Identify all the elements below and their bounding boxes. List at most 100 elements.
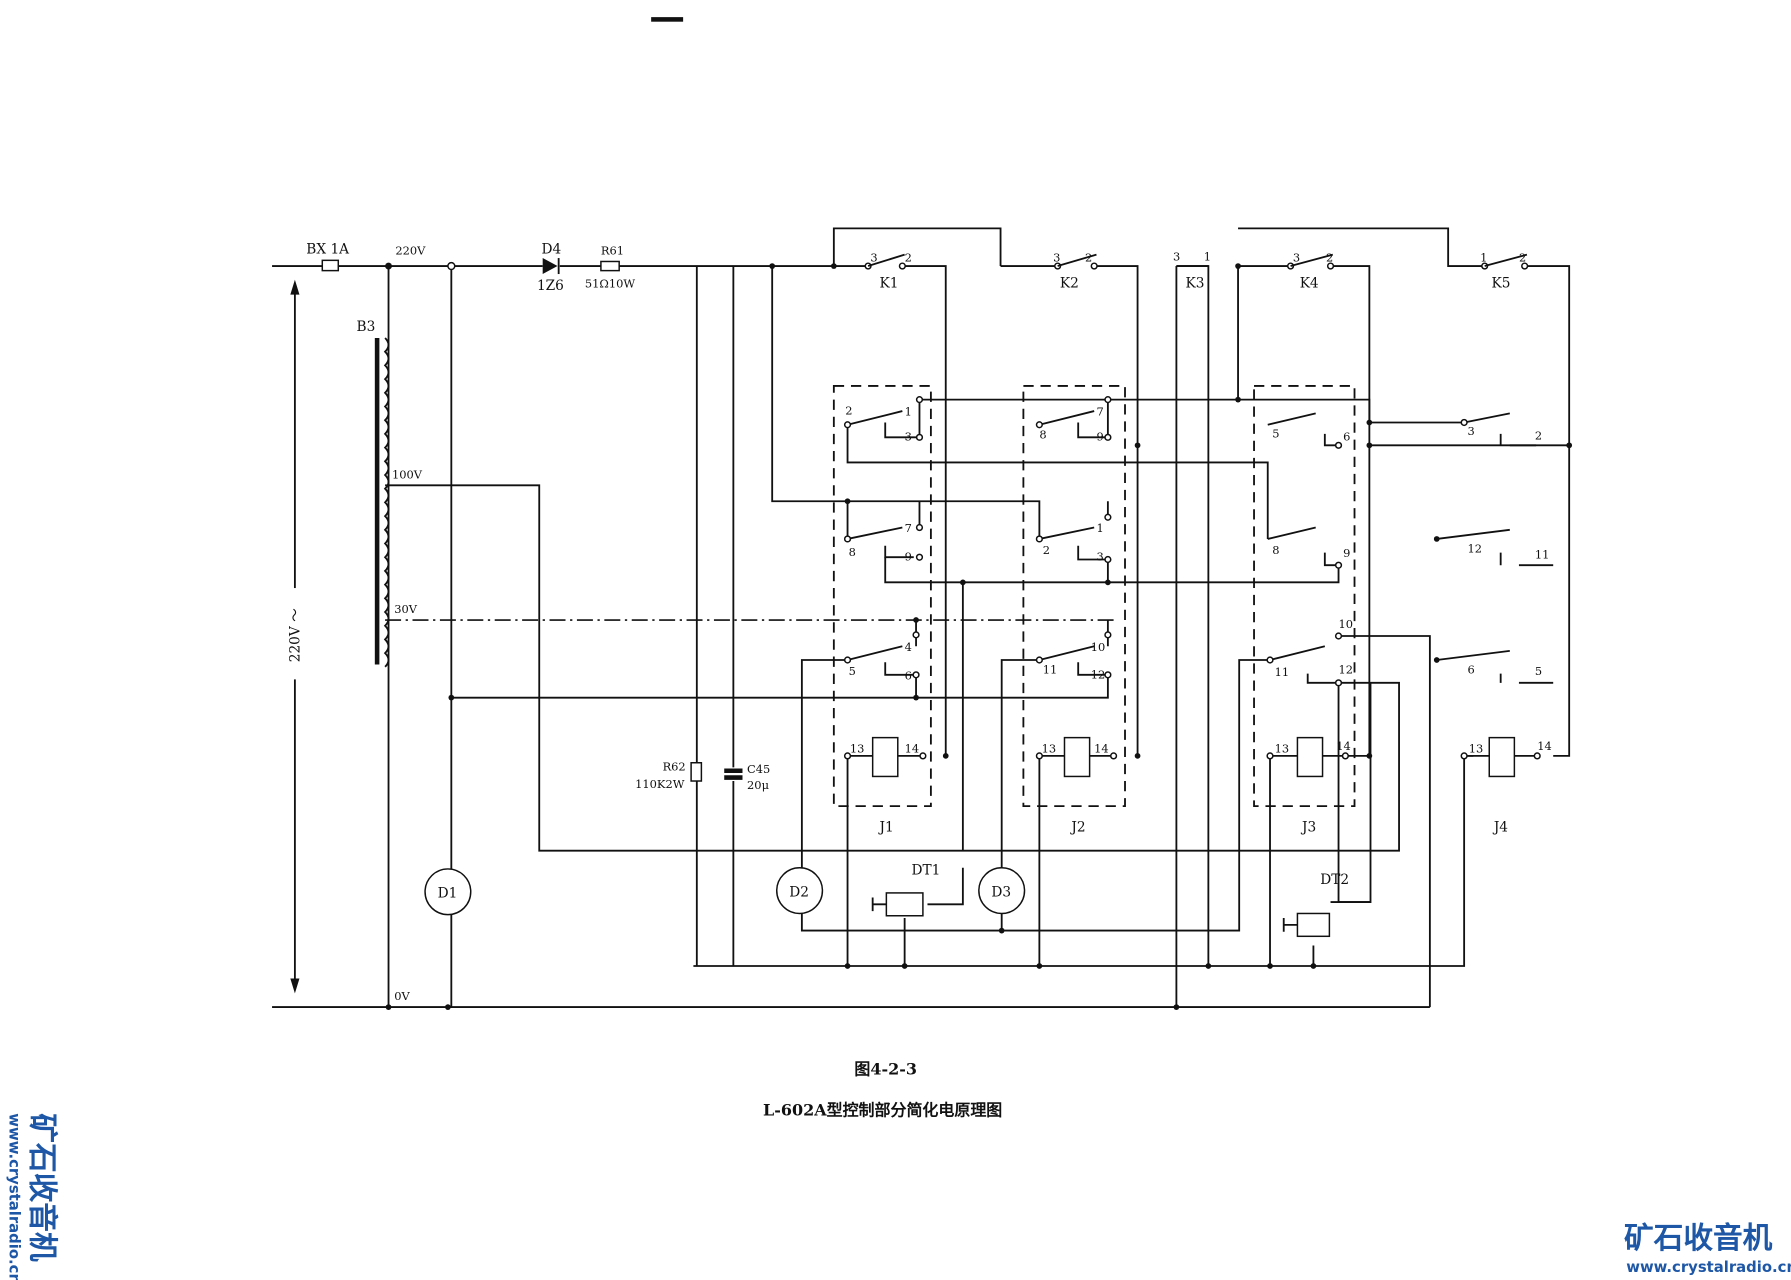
- d1-label: D1: [438, 885, 458, 901]
- pin: 14: [1336, 739, 1351, 753]
- fuse-symbol: [321, 259, 340, 272]
- relay-j2-contacts: 8 7 9 2 1 3 11 10 12 13 14 J2: [1035, 396, 1118, 835]
- k5-label: K5: [1492, 276, 1511, 292]
- resistor-r62: [690, 762, 703, 782]
- tap-0v-label: 0V: [394, 989, 410, 1003]
- pin: 5: [1535, 664, 1542, 678]
- switch-k1: 3 2 K1: [864, 250, 912, 292]
- j3-label: J3: [1300, 819, 1316, 835]
- pin: 2: [845, 403, 852, 417]
- relay-j2-coil: [1063, 736, 1091, 778]
- pin: 3: [1173, 249, 1180, 263]
- fuse-label: BX 1A: [306, 241, 350, 257]
- pin: 11: [1275, 665, 1290, 679]
- pin: 2: [1326, 250, 1333, 264]
- watermark-url: www.crystalradio.cn: [5, 1113, 22, 1280]
- relay-j3-coil: [1296, 736, 1324, 778]
- d2-label: D2: [789, 884, 809, 900]
- k1-label: K1: [880, 276, 899, 292]
- pin: 3: [1468, 424, 1475, 438]
- lamp-d2: D2: [776, 867, 824, 915]
- r61-label: R61: [601, 244, 624, 258]
- pin: 3: [1096, 550, 1103, 564]
- watermark-logo-left: 矿石收音机 www.crystalradio.cn: [5, 1113, 60, 1280]
- c45-value: 20μ: [747, 778, 769, 792]
- pin: 2: [1043, 543, 1050, 557]
- supply-voltage-label: 220V ～: [287, 608, 303, 662]
- relay-j3-box: [1253, 385, 1356, 808]
- pin: 8: [1272, 543, 1279, 557]
- relay-j4-contacts: 3 2 12 11 6 5 13 14 J4: [1433, 412, 1552, 835]
- pin: 1: [1480, 250, 1487, 264]
- j2-label: J2: [1069, 819, 1085, 835]
- relay-j1-coil: [871, 736, 899, 778]
- pin: 12: [1339, 663, 1354, 677]
- pin: 2: [905, 250, 912, 264]
- pin: 12: [1468, 542, 1483, 556]
- pin: 14: [905, 741, 920, 755]
- watermark-name: 矿石收音机: [1624, 1220, 1773, 1255]
- tap-100v-label: 100V: [392, 467, 423, 481]
- k3-label: K3: [1186, 276, 1205, 292]
- switch-k2: 3 2 K2: [1053, 250, 1098, 292]
- pin: 13: [1275, 741, 1290, 755]
- solenoid-dt1: DT1: [871, 863, 940, 917]
- k4-label: K4: [1300, 276, 1319, 292]
- capacitor-c45: [724, 768, 743, 780]
- pin: 13: [1469, 741, 1484, 755]
- pin: 9: [1096, 430, 1103, 444]
- pin: 10: [1339, 617, 1354, 631]
- voltage-220-label: 220V: [395, 244, 426, 258]
- transformer-b3: B3 100V 30V 0V: [357, 319, 423, 1003]
- transformer-label: B3: [357, 319, 376, 335]
- watermark-logo-right: 矿石收音机 www.crystalradio.cn: [1624, 1220, 1791, 1276]
- pin: 8: [1039, 427, 1046, 441]
- pin: 13: [850, 741, 865, 755]
- lamp-d3: D3: [978, 867, 1026, 915]
- dt1-label: DT1: [911, 863, 940, 879]
- relay-j1-box: [832, 385, 932, 808]
- pin: 3: [1293, 250, 1300, 264]
- resistor-r61: R61 51Ω10W: [585, 244, 635, 291]
- pin: 3: [1053, 250, 1060, 264]
- pin: 14: [1094, 741, 1109, 755]
- r61-value: 51Ω10W: [585, 277, 635, 291]
- pin: 6: [1343, 430, 1350, 444]
- tap-30v-label: 30V: [394, 602, 418, 616]
- switch-k5: 1 2 K5: [1480, 250, 1529, 292]
- pin: 6: [905, 668, 912, 682]
- pin: 7: [905, 521, 912, 535]
- pin: 5: [1272, 426, 1279, 440]
- solenoid-dt2: DT2: [1282, 872, 1349, 938]
- lamp-d1: D1: [424, 868, 472, 916]
- c45-label: C45: [747, 762, 770, 776]
- pin: 11: [1043, 663, 1058, 677]
- figure-number: 图4-2-3: [854, 1059, 917, 1078]
- pin: 2: [1085, 250, 1092, 264]
- pin: 7: [1096, 405, 1103, 419]
- pin: 1: [1096, 521, 1103, 535]
- pin: 5: [849, 664, 856, 678]
- pin: 6: [1468, 663, 1475, 677]
- k2-label: K2: [1060, 276, 1079, 292]
- pin: 3: [870, 250, 877, 264]
- figure-title: L-602A型控制部分简化电原理图: [763, 1101, 1002, 1120]
- pin: 14: [1537, 739, 1552, 753]
- d3-label: D3: [991, 884, 1011, 900]
- pin: 1: [1204, 249, 1211, 263]
- junction-dots: [385, 263, 1573, 1010]
- j1-label: J1: [878, 819, 894, 835]
- switch-k4: 3 2 K4: [1286, 250, 1335, 292]
- relay-j4-coil: [1488, 736, 1516, 778]
- switch-k3: 3 1 K3: [1173, 249, 1211, 291]
- pin: 9: [905, 550, 912, 564]
- diode-type-label: 1Z6: [537, 278, 564, 294]
- pin: 2: [1519, 250, 1526, 264]
- pin: 13: [1042, 741, 1057, 755]
- scan-mark: [651, 17, 684, 22]
- pin: 9: [1343, 546, 1350, 560]
- dt2-label: DT2: [1320, 872, 1349, 888]
- watermark-name: 矿石收音机: [25, 1113, 60, 1262]
- supply-voltage-arrow: 220V ～: [285, 279, 305, 994]
